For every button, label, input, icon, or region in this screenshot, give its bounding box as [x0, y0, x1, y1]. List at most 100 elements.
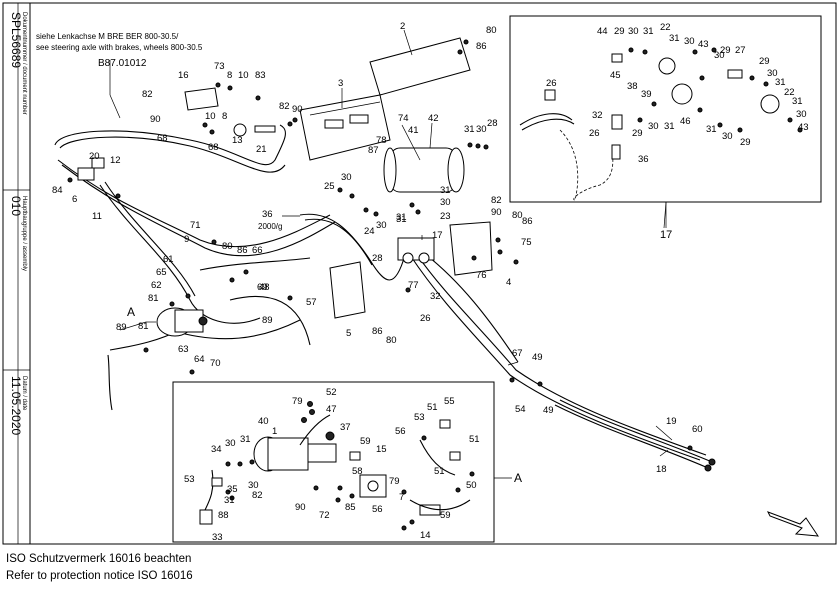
quantity-note: 2000/g	[258, 222, 282, 231]
callout: 26	[589, 128, 600, 139]
callout: 51	[434, 466, 445, 477]
detail-label-a-inset: A	[514, 471, 522, 485]
callout: 49	[543, 405, 554, 416]
callout: 43	[798, 122, 809, 133]
callout: 16	[178, 70, 189, 81]
callout: 30	[648, 121, 659, 132]
callout: 49	[532, 352, 543, 363]
callout: 82	[252, 490, 263, 501]
detail-label-a-main: A	[127, 305, 135, 319]
callout: 37	[340, 422, 351, 433]
callout: 86	[476, 41, 487, 52]
callout: 39	[641, 89, 652, 100]
callout: 12	[110, 155, 121, 166]
callout: 8	[222, 111, 227, 122]
callout: 86	[372, 326, 383, 337]
callout: 30	[684, 36, 695, 47]
callout: 36	[262, 209, 273, 220]
callout: 6	[72, 194, 77, 205]
callout: 30	[767, 68, 778, 79]
callout: 30	[722, 131, 733, 142]
callout: 30	[714, 50, 725, 61]
callout: 32	[430, 291, 441, 302]
callout: 54	[515, 404, 526, 415]
callout: 75	[521, 237, 532, 248]
callout: 85	[345, 502, 356, 513]
callout: 31	[664, 121, 675, 132]
callout: 80	[512, 210, 523, 221]
callout: 82	[491, 195, 502, 206]
callout: 86	[237, 245, 248, 256]
callout: 57	[306, 297, 317, 308]
footer-protection-note-de: ISO Schutzvermerk 16016 beachten	[6, 553, 192, 565]
callout: 62	[151, 280, 162, 291]
callout: 17	[432, 230, 443, 241]
callout: 79	[389, 476, 400, 487]
callout: 31	[643, 26, 654, 37]
callout: 60	[692, 424, 703, 435]
callout: 5	[346, 328, 351, 339]
callout: 68	[208, 142, 219, 153]
callout: 31	[669, 33, 680, 44]
callout: 2	[400, 21, 405, 32]
callout: 27	[735, 45, 746, 56]
callout: 78	[376, 135, 387, 146]
inset-a-components	[199, 401, 475, 531]
callout: 10	[205, 111, 216, 122]
callout: 41	[408, 125, 419, 136]
document-number: SPL56689	[9, 12, 23, 68]
callout: 30	[796, 109, 807, 120]
callout: 72	[319, 510, 330, 521]
callout: 4	[506, 277, 511, 288]
callout: 87	[368, 145, 379, 156]
callout: 21	[256, 144, 267, 155]
callout: 81	[148, 293, 159, 304]
callout: 73	[214, 61, 225, 72]
callout: 90	[491, 207, 502, 218]
callout: 31	[440, 185, 451, 196]
callout: 74	[398, 113, 409, 124]
callout: 58	[352, 466, 363, 477]
callout: 45	[610, 70, 621, 81]
fasteners	[67, 39, 693, 451]
callout: 31	[464, 124, 475, 135]
callout: 36	[638, 154, 649, 165]
document-date-label: Datum / date	[21, 376, 27, 411]
callout: 46	[680, 116, 691, 127]
callout: 31	[396, 214, 407, 225]
callout: 8	[227, 70, 232, 81]
callout: 30	[440, 197, 451, 208]
callout: 71	[190, 220, 201, 231]
callout: 69	[257, 282, 268, 293]
callout: 38	[627, 81, 638, 92]
assembly-group-label: Hauptbaugruppe / assembly	[21, 196, 27, 271]
callouts-inset-17: 44 29 30 31 22 31 30 43 45 38 39 30 29 2…	[546, 22, 809, 165]
callout: 59	[440, 510, 451, 521]
callout: 34	[211, 444, 222, 455]
callout: 28	[487, 118, 498, 129]
callout: 30	[628, 26, 639, 37]
callout: 81	[138, 321, 149, 332]
direction-arrow	[766, 511, 819, 537]
callout: 52	[326, 387, 337, 398]
callout: 53	[414, 412, 425, 423]
callout: 24	[364, 226, 375, 237]
callout: 30	[376, 220, 387, 231]
callout: 89	[262, 315, 273, 326]
callout: 79	[292, 396, 303, 407]
callout: 29	[632, 128, 643, 139]
callout: 35	[227, 484, 238, 495]
inset-a-frame	[172, 381, 495, 543]
callout: 84	[52, 185, 63, 196]
assembly-group: 010	[9, 196, 23, 216]
footer-protection-note-en: Refer to protection notice ISO 16016	[6, 570, 193, 582]
callout: 44	[597, 26, 608, 37]
callout: 48	[259, 282, 270, 293]
callout: 31	[224, 495, 235, 506]
header-note-en: see steering axle with brakes, wheels 80…	[36, 43, 203, 52]
callout: 42	[428, 113, 439, 124]
callout: 25	[324, 181, 335, 192]
callout: 80	[222, 241, 233, 252]
callout: 55	[444, 396, 455, 407]
